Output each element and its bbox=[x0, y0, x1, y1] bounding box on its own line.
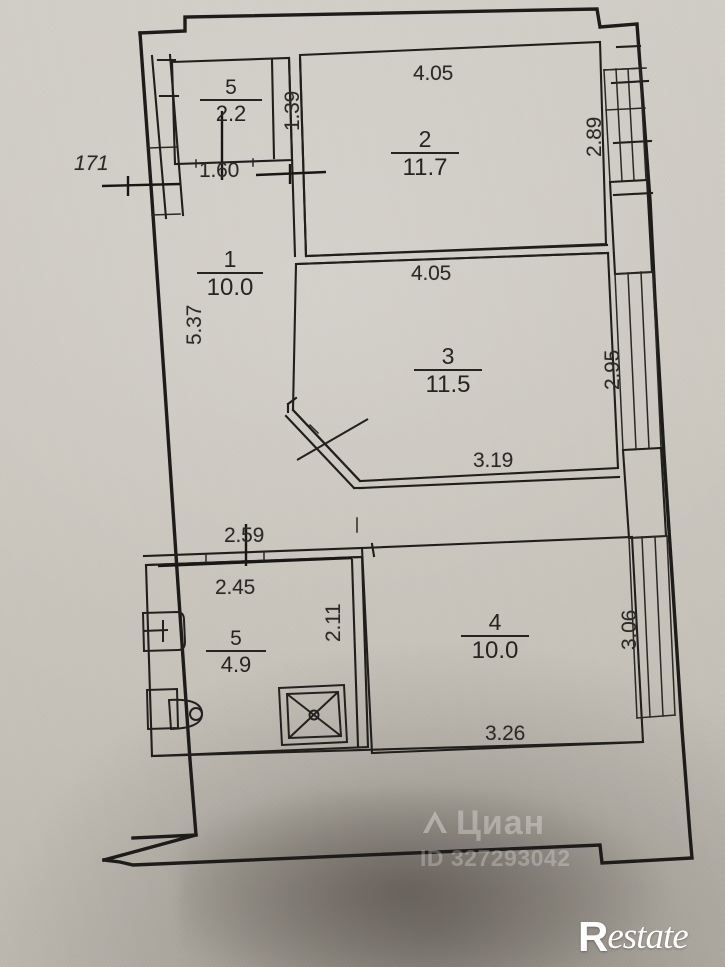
room-label-5-bathroom: 5 4.9 bbox=[206, 628, 266, 676]
dimension-3-19: 3.19 bbox=[473, 449, 514, 472]
dimension-leaders bbox=[101, 111, 353, 568]
dimension-2-11: 2.11 bbox=[322, 603, 345, 642]
dimension-3-26: 3.26 bbox=[485, 722, 526, 745]
dimension-2-95: 2.95 bbox=[601, 349, 624, 390]
dimension-171: 171 bbox=[74, 152, 109, 175]
dimension-2-45: 2.45 bbox=[215, 576, 256, 599]
room-label-4: 4 10.0 bbox=[461, 611, 529, 663]
dimension-5-37: 5.37 bbox=[183, 304, 206, 345]
room-area: 11.7 bbox=[391, 152, 459, 180]
dimension-2-89: 2.89 bbox=[583, 116, 606, 157]
room-number: 4 bbox=[488, 609, 502, 635]
dimension-4-05-mid: 4.05 bbox=[411, 262, 452, 285]
dimension-3-06: 3.06 bbox=[618, 609, 641, 650]
dimension-4-05-top: 4.05 bbox=[413, 62, 454, 85]
dimension-2-59: 2.59 bbox=[224, 524, 265, 547]
dimension-1-60: 1.60 bbox=[199, 159, 240, 182]
room-number: 3 bbox=[441, 343, 455, 369]
dimension-1-39: 1.39 bbox=[281, 90, 304, 131]
room-area: 10.0 bbox=[461, 635, 529, 663]
room-number: 2 bbox=[418, 126, 432, 152]
room-label-1-hall: 1 10.0 bbox=[197, 248, 263, 300]
room-label-3: 3 11.5 bbox=[414, 345, 482, 397]
room-area: 4.9 bbox=[206, 650, 266, 676]
room-number: 1 bbox=[223, 246, 237, 272]
room-area: 2.2 bbox=[200, 99, 262, 125]
room-area: 10.0 bbox=[197, 272, 263, 300]
bathroom-fixtures bbox=[141, 610, 349, 747]
room-label-5-storeroom: 5 2.2 bbox=[200, 77, 262, 125]
window-glazing bbox=[603, 67, 676, 719]
room-label-2: 2 11.7 bbox=[391, 128, 459, 180]
outer-walls bbox=[101, 7, 694, 867]
room-area: 11.5 bbox=[414, 369, 482, 397]
room-number: 5 bbox=[230, 627, 242, 650]
room-number: 5 bbox=[225, 76, 237, 99]
